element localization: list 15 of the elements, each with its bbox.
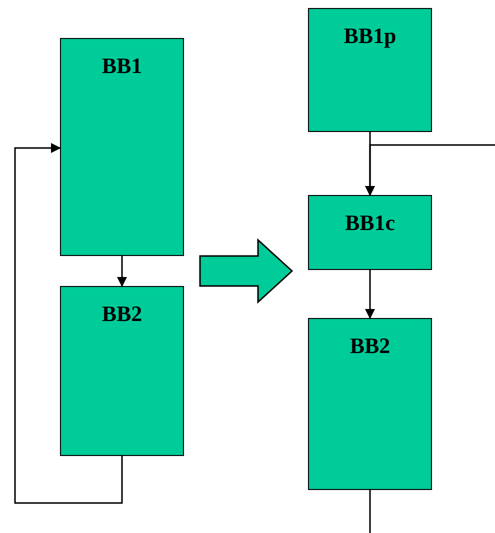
block-arrow — [199, 238, 294, 304]
block-label: BB1c — [344, 210, 396, 236]
block-box — [308, 195, 432, 270]
arrow — [117, 256, 127, 287]
block-box — [60, 38, 184, 256]
block-label: BB2 — [348, 333, 392, 359]
arrow — [365, 270, 375, 319]
arrow — [14, 143, 123, 504]
arrow — [365, 144, 495, 196]
block-box — [60, 286, 184, 456]
block-label: BB1 — [100, 53, 144, 79]
block-box — [308, 8, 432, 132]
block-label: BB2 — [100, 301, 144, 327]
block-box — [308, 318, 432, 490]
block-label: BB1p — [342, 23, 398, 49]
